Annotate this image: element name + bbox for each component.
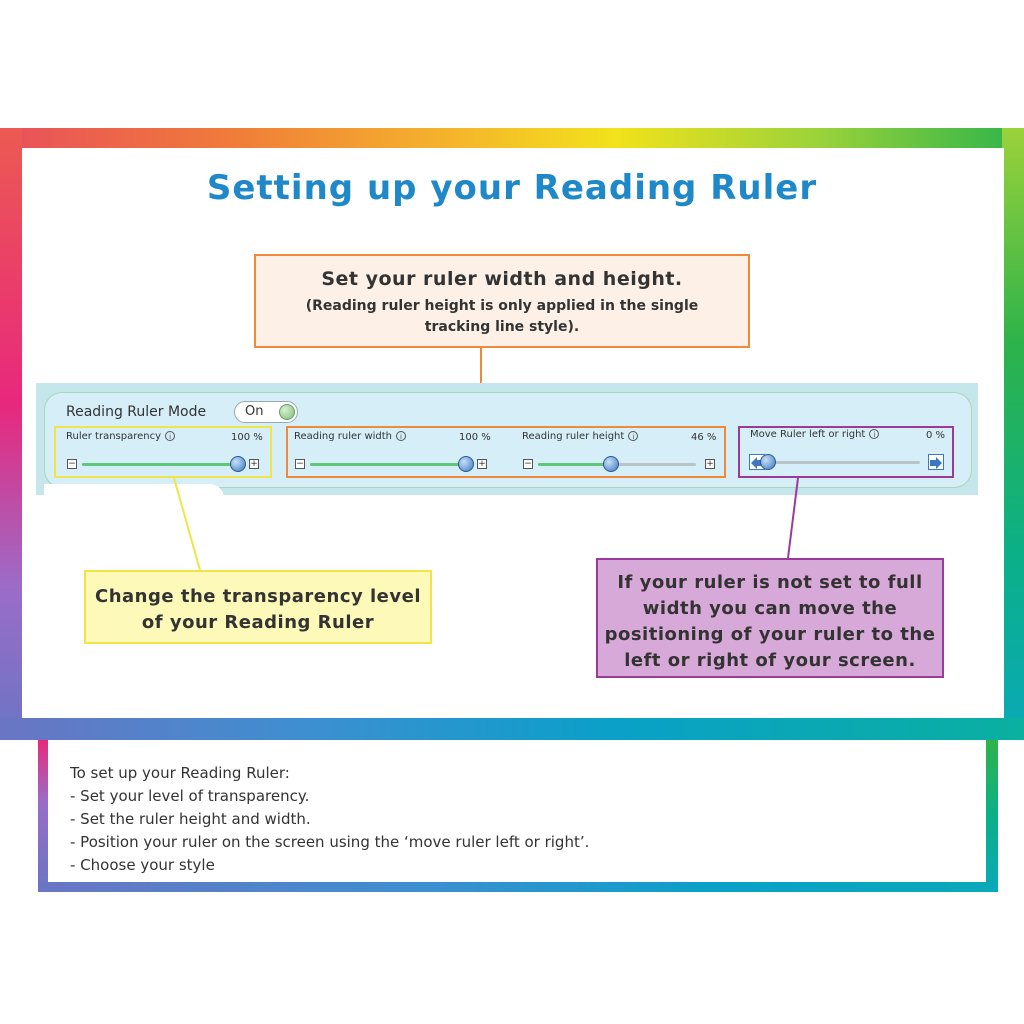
ruler-width-value: 100 % <box>459 432 491 443</box>
callout-transparency-line-1: Change the transparency level <box>95 586 421 607</box>
arrow-right-icon <box>930 457 942 469</box>
toggle-knob <box>279 404 295 420</box>
info-icon[interactable]: i <box>628 431 639 441</box>
callout-position: If your ruler is not set to full width y… <box>596 558 944 678</box>
reading-ruler-toolbar <box>44 392 972 488</box>
callout-position-line-3: positioning of your ruler to the <box>604 624 936 645</box>
transparency-increase-button[interactable]: + <box>249 459 259 469</box>
reading-ruler-mode-toggle[interactable]: On <box>234 401 298 423</box>
position-slider-track[interactable] <box>768 461 920 464</box>
list-item: - Position your ruler on the screen usin… <box>70 833 590 851</box>
notes-frame-left <box>38 740 48 892</box>
transparency-decrease-button[interactable]: − <box>67 459 77 469</box>
position-slider-thumb[interactable] <box>760 454 776 470</box>
notes-frame-right <box>986 740 998 892</box>
height-slider-fill <box>538 463 611 466</box>
width-slider-track[interactable] <box>310 463 466 466</box>
callout-position-line-4: left or right of your screen. <box>624 650 916 671</box>
connector-yellow <box>173 477 201 571</box>
ruler-height-label-text: Reading ruler height <box>522 431 625 442</box>
page-title: Setting up your Reading Ruler <box>206 168 818 208</box>
callout-width-height-note-1: (Reading ruler height is only applied in… <box>305 298 699 314</box>
move-right-button[interactable] <box>928 454 944 470</box>
width-slider-thumb[interactable] <box>458 456 474 472</box>
info-icon[interactable]: i <box>869 429 880 439</box>
notes-panel <box>48 740 986 882</box>
callout-position-line-1: If your ruler is not set to full <box>617 572 923 593</box>
callout-width-height-title: Set your ruler width and height. <box>321 268 683 290</box>
callout-width-height-note-2: tracking line style). <box>424 319 580 335</box>
width-slider-fill <box>310 463 466 466</box>
callout-transparency-line-2: of your Reading Ruler <box>141 612 375 633</box>
rainbow-frame-right <box>1002 128 1024 740</box>
info-icon[interactable]: i <box>165 431 176 441</box>
height-decrease-button[interactable]: − <box>523 459 533 469</box>
ruler-position-label-text: Move Ruler left or right <box>750 429 866 440</box>
height-increase-button[interactable]: + <box>705 459 715 469</box>
rainbow-frame-bottom <box>0 718 1024 740</box>
ruler-width-label-text: Reading ruler width <box>294 431 393 442</box>
transparency-slider-track[interactable] <box>82 463 238 466</box>
ruler-height-value: 46 % <box>691 432 717 443</box>
notes-frame-bottom <box>38 882 998 892</box>
callout-width-height: Set your ruler width and height. (Readin… <box>254 254 750 348</box>
list-item: - Set the ruler height and width. <box>70 810 311 828</box>
transparency-slider-fill <box>82 463 238 466</box>
width-increase-button[interactable]: + <box>477 459 487 469</box>
transparency-slider-thumb[interactable] <box>230 456 246 472</box>
width-decrease-button[interactable]: − <box>295 459 305 469</box>
highlight-width-height <box>286 426 726 478</box>
height-slider-thumb[interactable] <box>602 456 619 472</box>
rainbow-frame-left <box>0 128 22 740</box>
notes-list: To set up your Reading Ruler: - Set your… <box>70 762 589 877</box>
list-item: - Choose your style <box>70 856 215 874</box>
callout-transparency: Change the transparency level of your Re… <box>84 570 432 644</box>
toggle-label: On <box>245 404 264 419</box>
list-item: - Set your level of transparency. <box>70 787 310 805</box>
ruler-transparency-label-text: Ruler transparency <box>66 431 162 442</box>
info-icon[interactable]: i <box>396 431 407 441</box>
reading-ruler-mode-label: Reading Ruler Mode <box>66 404 207 420</box>
notes-intro: To set up your Reading Ruler: <box>70 764 290 782</box>
callout-position-line-2: width you can move the <box>642 598 898 619</box>
highlight-position <box>738 426 954 478</box>
highlight-transparency <box>54 426 272 478</box>
ruler-position-value: 0 % <box>926 430 946 441</box>
connector-purple <box>787 477 799 559</box>
ruler-transparency-value: 100 % <box>231 432 263 443</box>
